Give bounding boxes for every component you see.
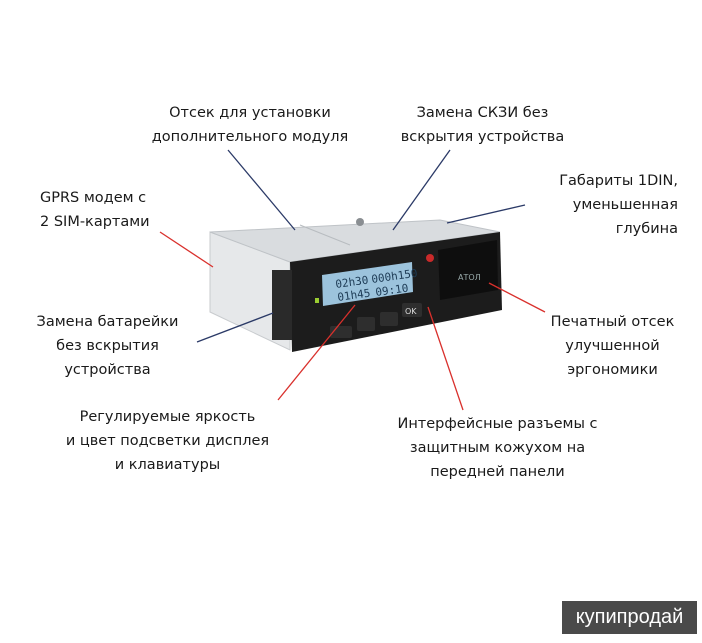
arrow-module-bay bbox=[227, 149, 296, 231]
up-key bbox=[357, 317, 375, 331]
display-line2-left: 01h45 bbox=[337, 286, 372, 303]
arrow-size bbox=[446, 204, 526, 224]
display-line1-left: 02h30 bbox=[335, 273, 370, 290]
arrow-backlight bbox=[277, 304, 356, 401]
callout-gprs: GPRS модем с 2 SIM-картами bbox=[40, 190, 150, 230]
callout-size: Габариты 1DIN, уменьшенная глубина bbox=[559, 173, 678, 237]
down-key bbox=[380, 312, 398, 326]
display-line2-right: 09:10 bbox=[375, 281, 410, 298]
callout-module-bay: Отсек для установки дополнительного моду… bbox=[151, 105, 349, 145]
printer-slot bbox=[438, 240, 498, 300]
ok-key-label: OK bbox=[405, 307, 417, 316]
lcd-display bbox=[322, 262, 413, 306]
callout-battery: Замена батарейки без вскрытия устройства bbox=[36, 314, 179, 378]
arrow-ports bbox=[427, 306, 464, 411]
watermark: купипродай bbox=[562, 601, 697, 634]
red-indicator bbox=[426, 254, 434, 262]
arrow-battery bbox=[196, 312, 274, 343]
callout-ports: Интерфейсные разъемы с защитным кожухом … bbox=[397, 416, 598, 480]
ok-key bbox=[402, 303, 422, 317]
callout-skzi: Замена СКЗИ без вскрытия устройства bbox=[400, 105, 565, 145]
display-line1-right: 000h150 bbox=[371, 267, 419, 286]
callout-backlight: Регулируемые яркость и цвет подсветки ди… bbox=[65, 409, 270, 473]
arrow-gprs bbox=[159, 231, 214, 268]
callout-printer: Печатный отсек улучшенной эргономики bbox=[550, 314, 675, 378]
brand-logo: АТОЛ bbox=[458, 273, 481, 282]
arrow-printer bbox=[488, 282, 546, 313]
arrow-skzi bbox=[392, 149, 451, 231]
green-led bbox=[315, 298, 319, 303]
